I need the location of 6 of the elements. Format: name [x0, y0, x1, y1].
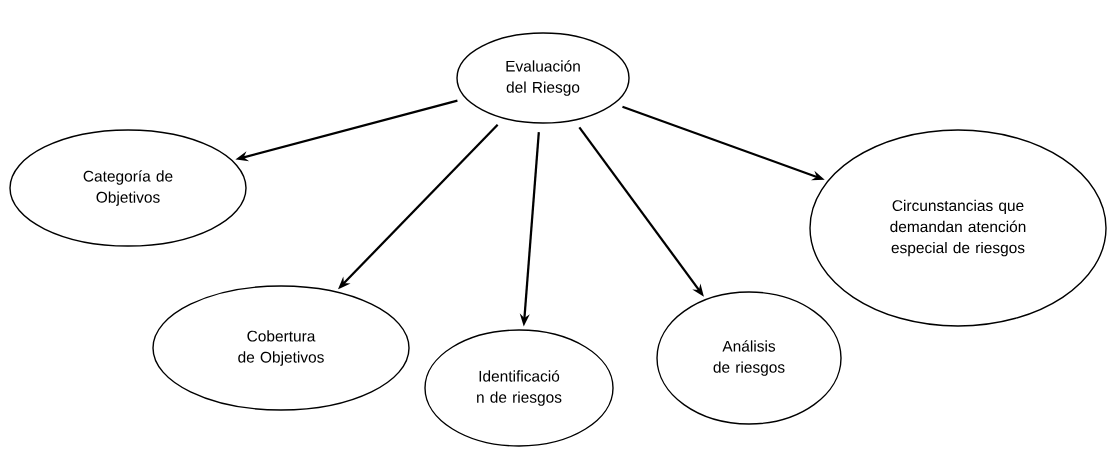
- ellipse-node: Evaluación del Riesgo: [456, 32, 630, 124]
- ellipse-node: Identificació n de riesgos: [424, 329, 614, 447]
- ellipse-node: Circunstancias que demandan atención especial de riesgos: [809, 129, 1107, 327]
- ellipse-node: Análisis de riesgos: [656, 291, 842, 425]
- ellipse-node: Categoría de Objetivos: [9, 129, 247, 247]
- ellipse-node: Cobertura de Objetivos: [152, 285, 410, 411]
